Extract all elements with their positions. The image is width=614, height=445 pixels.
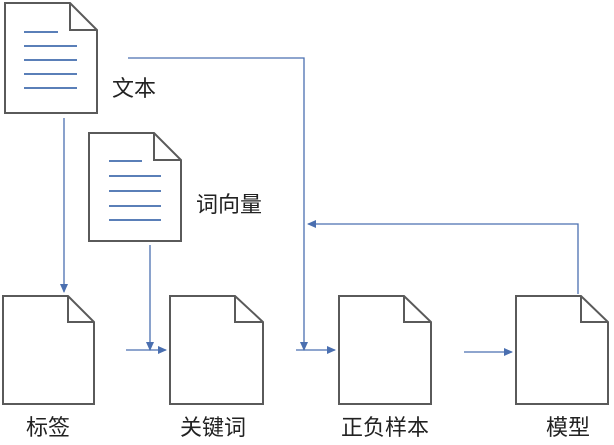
label-keywords: 关键词 — [180, 416, 247, 441]
text-document-lines — [24, 31, 77, 89]
label-text: 文本 — [112, 77, 157, 102]
arrow-model-feedback — [307, 220, 579, 294]
samples-document-icon — [338, 295, 432, 405]
tags-document-icon — [2, 295, 95, 405]
word-vector-document-lines — [109, 160, 161, 221]
label-word-vector: 词向量 — [196, 193, 263, 218]
word-vector-document-icon — [88, 132, 182, 242]
label-tags: 标签 — [26, 416, 71, 441]
arrow-text-to-samples — [128, 57, 308, 351]
label-samples: 正负样本 — [341, 416, 430, 441]
model-document-icon — [515, 295, 609, 405]
keywords-document-icon — [169, 295, 264, 405]
text-document-icon — [4, 2, 98, 114]
label-model: 模型 — [546, 416, 591, 441]
